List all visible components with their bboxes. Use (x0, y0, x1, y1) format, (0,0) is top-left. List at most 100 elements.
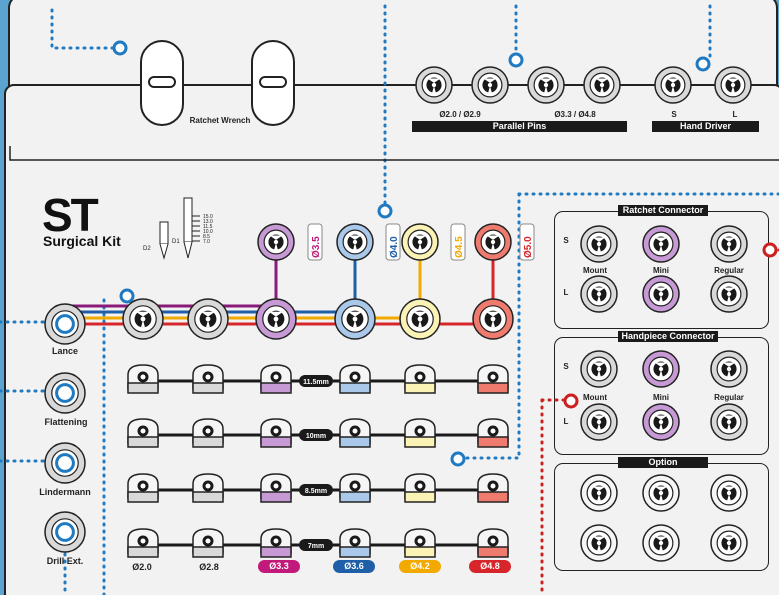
left-tool-socket (44, 511, 86, 553)
parallel-pin-socket (415, 66, 453, 104)
depth-pill: 8.5mm (299, 484, 333, 496)
depth-pill: 11.5mm (299, 375, 333, 387)
depth-tick-label: 15.0 (203, 214, 213, 220)
option-socket (642, 474, 680, 512)
drill-holder (192, 528, 224, 558)
drill-holder (192, 473, 224, 503)
svg-text:10mm: 10mm (306, 433, 326, 440)
handpiece-connector-col-mount: Mount (583, 393, 607, 402)
depth-tick-label: 11.5 (203, 224, 213, 230)
parallel-pins-size-right: Ø3.3 / Ø4.8 (554, 110, 596, 119)
ratchet-connector-col-mount: Mount (583, 266, 607, 275)
ratchet-connector-socket (710, 225, 748, 263)
drill-holder (260, 364, 292, 394)
drill-holder (477, 364, 509, 394)
depth-tick-label: 7.0 (203, 239, 210, 245)
callout-markers (112, 40, 778, 467)
kit-subtitle: Surgical Kit (43, 233, 121, 249)
drill-holder (127, 364, 159, 394)
left-tool-socket (44, 303, 86, 345)
tap-socket-5-0 (474, 223, 512, 261)
handpiece-connector-socket (642, 350, 680, 388)
drill-holder (339, 473, 371, 503)
drill-holder (127, 528, 159, 558)
option-socket (580, 474, 618, 512)
depth-mark-d2: D2 (143, 246, 151, 252)
depth-pill: 7mm (299, 539, 333, 551)
tool-label-flattening: Flattening (44, 417, 88, 427)
diameter-pill-3-3: Ø3.3 (258, 560, 300, 573)
tool-label-lance: Lance (51, 346, 78, 356)
option-socket (710, 524, 748, 562)
drill-socket-3-6 (334, 298, 376, 340)
tool-label-lindermann: Lindermann (39, 487, 91, 497)
drill-socket-2-8 (187, 298, 229, 340)
drill-holder (339, 418, 371, 448)
handpiece-connector-socket (642, 403, 680, 441)
hand-driver-l-socket (714, 66, 752, 104)
tap-socket-4-5 (401, 223, 439, 261)
handpiece-connector-socket (710, 403, 748, 441)
ratchet-wrench-grip-right (259, 76, 287, 88)
depth-tick-label: 8.5 (203, 234, 210, 240)
drill-holder (192, 364, 224, 394)
diameter-pill-3-6: Ø3.6 (333, 560, 375, 573)
handpiece-connector-s: S (563, 362, 569, 371)
hand-driver-s-socket (654, 66, 692, 104)
parallel-pin-socket (527, 66, 565, 104)
tap-socket-3-5 (257, 223, 295, 261)
handpiece-connector-label: Handpiece Connector (618, 331, 718, 342)
drill-holder (260, 418, 292, 448)
ratchet-connector-col-regular: Regular (714, 266, 744, 275)
ratchet-connector-col-mini: Mini (653, 266, 669, 275)
drill-holder (404, 528, 436, 558)
parallel-pin-socket (583, 66, 621, 104)
left-tool-socket (44, 372, 86, 414)
drill-holder (192, 418, 224, 448)
drill-holder (260, 473, 292, 503)
depth-gauge-icon (159, 197, 200, 260)
hand-driver-l-label: L (732, 110, 738, 119)
depth-tick-label: 10.0 (203, 229, 213, 235)
ratchet-connector-socket (580, 275, 618, 313)
handpiece-connector-socket (580, 350, 618, 388)
ratchet-connector-socket (642, 225, 680, 263)
svg-text:Ø3.5: Ø3.5 (311, 236, 322, 258)
parallel-pins-size-left: Ø2.0 / Ø2.9 (439, 110, 481, 119)
ratchet-connector-label: Ratchet Connector (618, 205, 708, 216)
option-label: Option (618, 457, 708, 468)
drill-size-tag: Ø4.0 (385, 223, 401, 261)
drill-socket-3-3 (255, 298, 297, 340)
left-tool-socket (44, 442, 86, 484)
drill-holder (260, 528, 292, 558)
ratchet-connector-l: L (563, 288, 569, 297)
svg-text:7mm: 7mm (308, 543, 324, 550)
depth-mark-d1: D1 (172, 239, 180, 245)
svg-text:8.5mm: 8.5mm (305, 488, 327, 495)
tray-divider (9, 146, 779, 161)
callout-lines-blue (0, 4, 779, 595)
ratchet-connector-socket (580, 225, 618, 263)
ratchet-wrench-label: Ratchet Wrench (189, 116, 251, 125)
svg-text:Ø4.0: Ø4.0 (389, 236, 400, 258)
parallel-pin-socket (471, 66, 509, 104)
drill-holder (404, 364, 436, 394)
drill-holder (339, 364, 371, 394)
drill-size-tag: Ø3.5 (307, 223, 323, 261)
handpiece-connector-socket (580, 403, 618, 441)
ratchet-wrench-grip-left (148, 76, 176, 88)
diameter-label-2-0: Ø2.0 (132, 562, 152, 572)
drill-holder (477, 418, 509, 448)
ratchet-connector-s: S (563, 236, 569, 245)
diameter-pill-4-8: Ø4.8 (469, 560, 511, 573)
handpiece-connector-col-regular: Regular (714, 393, 744, 402)
depth-tick-label: 13.0 (203, 219, 213, 225)
ratchet-connector-socket (710, 275, 748, 313)
diameter-pill-4-2: Ø4.2 (399, 560, 441, 573)
hand-driver-label: Hand Driver (652, 121, 759, 132)
drill-holder (477, 473, 509, 503)
drill-holder (477, 528, 509, 558)
hand-driver-s-label: S (671, 110, 677, 119)
kit-title: ST (42, 189, 99, 241)
